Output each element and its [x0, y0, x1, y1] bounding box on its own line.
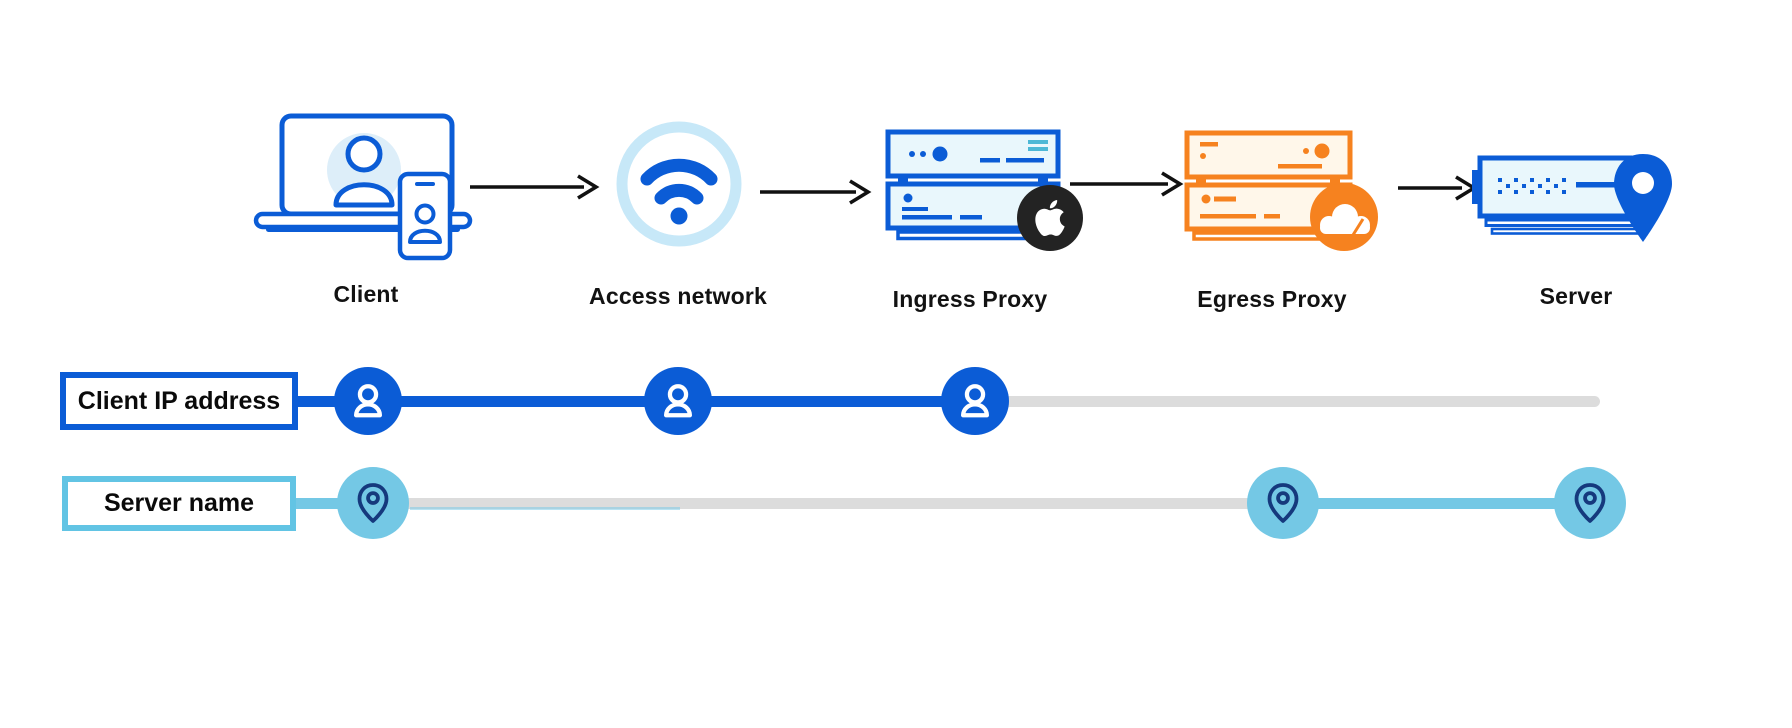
flow-node-access-network	[614, 119, 744, 249]
node-label-access-network: Access network	[589, 283, 767, 309]
location-pin-icon	[357, 483, 389, 523]
server-name-active-segment	[294, 498, 378, 509]
flow-node-client	[252, 106, 488, 262]
pin-marker	[337, 467, 409, 539]
user-marker	[644, 367, 712, 435]
flow-node-egress-proxy	[1182, 124, 1386, 260]
user-marker	[334, 367, 402, 435]
server-name-trace-line	[410, 507, 680, 510]
location-pin-icon	[1614, 154, 1672, 242]
user-marker	[941, 367, 1009, 435]
location-pin-icon	[1574, 483, 1606, 523]
user-icon	[663, 384, 693, 418]
user-icon	[353, 384, 383, 418]
server-name-active-segment	[1286, 498, 1593, 509]
node-label-client: Client	[333, 281, 399, 307]
pin-marker	[1247, 467, 1319, 539]
wifi-icon	[616, 121, 742, 247]
cloudflare-logo-icon	[1310, 183, 1378, 251]
client-ip-label-box: Client IP address	[60, 372, 298, 430]
arrow-icon	[470, 174, 600, 200]
flow-node-server	[1466, 138, 1681, 256]
arrow-icon	[760, 179, 872, 205]
ingress-proxy-icon	[885, 129, 1083, 251]
arrow-icon	[1070, 171, 1184, 197]
egress-proxy-icon	[1184, 130, 1378, 251]
node-label-egress-proxy: Egress Proxy	[1197, 286, 1347, 312]
server-name-label-box: Server name	[62, 476, 296, 531]
server-icon	[1472, 154, 1672, 242]
client-ip-active-segment	[296, 396, 976, 407]
user-icon	[960, 384, 990, 418]
client-device-icon	[253, 113, 473, 261]
location-pin-icon	[1267, 483, 1299, 523]
node-label-ingress-proxy: Ingress Proxy	[892, 286, 1048, 312]
flow-node-ingress-proxy	[882, 126, 1090, 262]
pin-marker	[1554, 467, 1626, 539]
client-ip-inactive-segment	[976, 396, 1600, 407]
apple-logo-icon	[1017, 185, 1083, 251]
server-name-inactive-segment	[378, 498, 1286, 509]
node-label-server: Server	[1539, 283, 1613, 309]
